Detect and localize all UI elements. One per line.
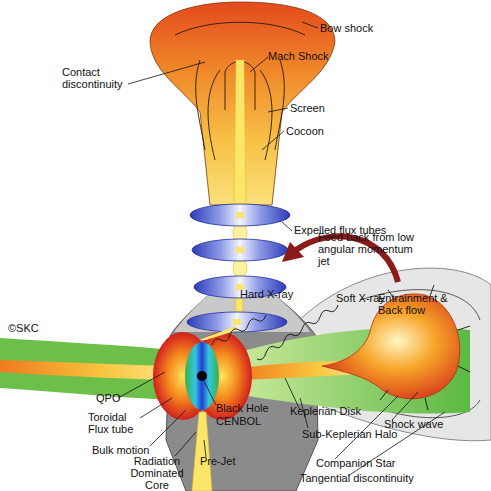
watermark: ©SKC [8,322,39,334]
note-label: Feed back from low angular momentum jet [318,231,423,267]
shock-wave-arrows-part [458,366,470,372]
part-label: Shock wave [384,418,443,430]
part-label: Bow shock [320,22,373,34]
leader-lines [118,22,445,476]
part-label: Radiation Dominated Core [118,455,196,491]
leader-lines-part [150,410,186,446]
flow-lines-part [208,70,220,160]
leader-lines-part [175,432,196,456]
radiation-label: Soft X-ray [336,292,385,304]
shock-wave-arrows-part [458,326,470,330]
radiation-core [185,342,219,410]
leader-lines-part [128,62,205,84]
hard-xray-wave [212,315,266,345]
part-label: Entrainment & Back flow [378,292,470,316]
jet-through-rings-part [236,247,244,253]
part-label: Mach Shock [268,50,329,62]
sub-keplerian-halo-left [0,338,175,400]
part-label: Screen [290,102,325,114]
leader-lines-part [262,131,284,150]
part-label: Keplerian Disk [290,405,361,417]
jet-base-upper [199,326,238,340]
part-label: Black Hole [216,402,269,414]
part-label: Contact discontinuity [62,66,137,90]
jet-through-rings-part [236,212,244,218]
jet-through-rings-part [233,319,241,325]
radiation-label: Hard X-ray [240,288,293,300]
leader-lines-part [140,398,172,418]
pre-jet [192,412,212,491]
jet-through-rings [233,212,244,325]
leader-lines-part [250,57,268,72]
feedback-arrowhead [282,242,304,262]
part-label: Sub-Keplerian Halo [302,428,397,440]
soft-xray-wave [257,305,338,360]
leader-lines-part [204,381,216,405]
keplerian-disk-left [0,360,165,380]
part-label: Bulk motion [92,444,149,456]
flow-lines-part [175,22,305,35]
leader-lines-part [282,222,292,231]
expelled-flux-tubes-part [192,239,288,261]
shock-wave-arrows-part [425,398,428,410]
backflow-streamlines-part [360,290,480,320]
expelled-flux-tubes [187,204,290,332]
flow-lines-part [196,60,205,150]
part-label: QPO [96,392,120,404]
leader-lines-part [268,108,288,112]
part-label: Pre-Jet [200,455,235,467]
black-hole [197,371,207,381]
expelled-flux-tubes-part [190,204,290,226]
leader-lines-part [204,440,206,457]
leader-lines-part [392,392,418,420]
part-label: Tangential discontinuity [300,472,414,484]
part-label: Companion Star [316,457,396,469]
leader-lines-part [118,372,165,398]
flow-lines-part [275,60,284,150]
leader-lines-part [302,22,318,28]
part-label: Toroidal Flux tube [88,411,143,435]
part-label: CENBOL [216,415,261,427]
shock-wave-arrows-part [380,390,388,400]
part-label: Cocoon [286,125,324,137]
